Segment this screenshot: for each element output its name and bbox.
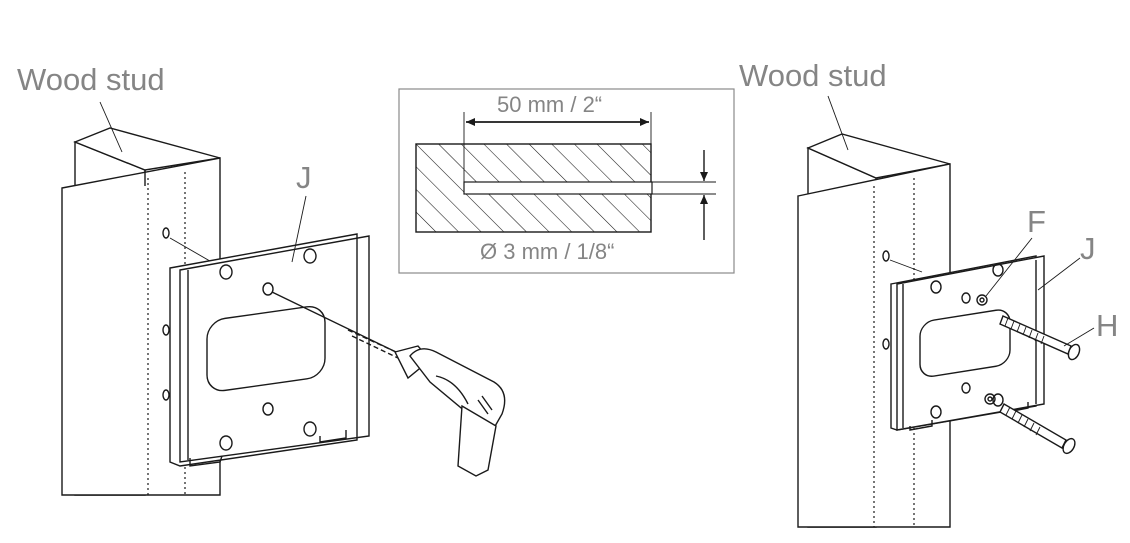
right-wood-stud-label: Wood stud (739, 58, 887, 93)
right-scene: Wood stud F J H (739, 58, 1118, 528)
left-bracket-j (169, 233, 370, 467)
washer-label: F (1027, 204, 1046, 239)
drill-depth-detail: 50 mm / 2“ Ø 3 mm / 1/8“ (398, 88, 735, 274)
right-bracket-label: J (1080, 231, 1096, 266)
left-bracket-label: J (296, 160, 312, 195)
screw-lower (999, 403, 1076, 455)
screw-upper (999, 315, 1081, 361)
right-wood-stud (797, 133, 951, 528)
washer-upper (976, 294, 988, 306)
washer-lower (984, 393, 996, 405)
drill (271, 291, 506, 477)
depth-label: 50 mm / 2“ (497, 92, 602, 117)
screw-label: H (1096, 308, 1118, 343)
left-wood-stud-label: Wood stud (17, 62, 165, 97)
pilot-hole (463, 181, 653, 195)
right-bracket-j (890, 255, 1045, 431)
left-scene: Wood stud J (17, 62, 506, 496)
diameter-label: Ø 3 mm / 1/8“ (480, 239, 614, 264)
